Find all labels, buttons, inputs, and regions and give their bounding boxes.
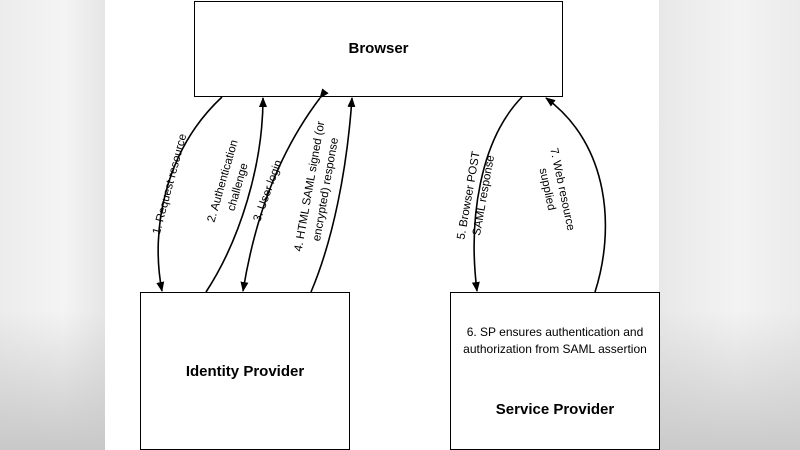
label-arrow-3: 3. User login <box>252 159 285 224</box>
browser-label: Browser <box>348 40 409 57</box>
arrow-4-saml-response <box>310 97 356 293</box>
right-backdrop <box>659 0 800 450</box>
arrows-layer: 1. Request resource 2. Authentication ch… <box>151 88 607 293</box>
diagram-canvas: Browser Identity Provider 6. SP ensures … <box>105 0 660 450</box>
identity-provider-box: Identity Provider <box>140 292 350 450</box>
label-arrow-1: 1. Request resource <box>151 133 189 236</box>
sp-note-line1: 6. SP ensures authentication and <box>466 325 644 339</box>
arrow-5-browser-post <box>471 96 523 292</box>
sp-note-line2: authorization from SAML assertion <box>463 342 647 356</box>
browser-box: Browser <box>194 1 563 97</box>
service-provider-box: 6. SP ensures authentication and authori… <box>450 292 660 450</box>
arrow-1-request-resource <box>156 96 223 292</box>
arrow-3-user-login <box>240 88 329 292</box>
identity-provider-label: Identity Provider <box>185 363 305 380</box>
arrow-7-web-resource <box>545 97 607 293</box>
service-provider-label: Service Provider <box>495 401 615 418</box>
left-backdrop <box>0 0 105 450</box>
